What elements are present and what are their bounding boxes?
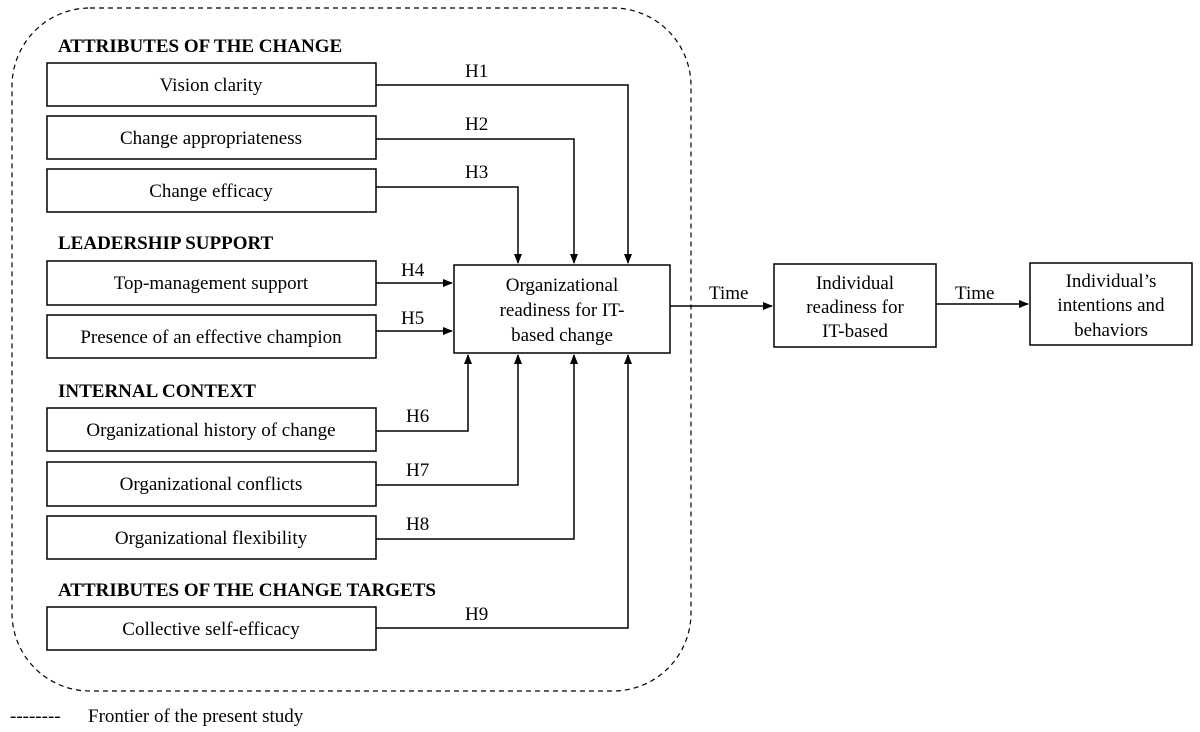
individual-readiness-line-3: IT-based xyxy=(822,321,888,342)
path-h3 xyxy=(376,186,522,264)
path-h1 xyxy=(376,84,632,264)
time-label-1: Time xyxy=(709,283,748,304)
time-label-2: Time xyxy=(955,283,994,304)
path-h9 xyxy=(376,354,632,629)
factor-label: Collective self-efficacy xyxy=(122,619,300,640)
factor-label: Top-management support xyxy=(114,273,309,294)
factor-conflicts: Organizational conflicts xyxy=(46,461,377,507)
hypothesis-label-h3: H3 xyxy=(465,162,488,183)
factor-label: Presence of an effective champion xyxy=(80,327,342,348)
org-readiness-line-3: based change xyxy=(511,325,613,346)
study-frontier xyxy=(11,7,692,692)
path-h8 xyxy=(376,354,578,540)
factor-vision-clarity: Vision clarity xyxy=(46,62,377,107)
factor-top-management-support: Top-management support xyxy=(46,260,377,306)
intentions-line-1: Individual’s xyxy=(1066,271,1157,292)
group-heading-attributes-change: ATTRIBUTES OF THE CHANGE xyxy=(58,36,342,57)
org-readiness-line-1: Organizational xyxy=(506,275,619,296)
factor-label: Vision clarity xyxy=(160,75,263,96)
individual-readiness-box: Individual readiness for IT-based xyxy=(773,263,937,348)
factor-effective-champion: Presence of an effective champion xyxy=(46,314,377,359)
legend-dashes: -------- xyxy=(10,706,61,727)
factor-change-appropriateness: Change appropriateness xyxy=(46,115,377,160)
factor-history-of-change: Organizational history of change xyxy=(46,407,377,452)
path-h6 xyxy=(376,354,472,432)
group-heading-attributes-targets: ATTRIBUTES OF THE CHANGE TARGETS xyxy=(58,580,436,601)
factor-flexibility: Organizational flexibility xyxy=(46,515,377,560)
hypothesis-label-h1: H1 xyxy=(465,61,488,82)
factor-label: Organizational conflicts xyxy=(120,474,303,495)
hypothesis-label-h8: H8 xyxy=(406,514,429,535)
hypothesis-label-h6: H6 xyxy=(406,406,429,427)
organizational-readiness-box: Organizational readiness for IT- based c… xyxy=(453,264,671,354)
path-h2 xyxy=(376,138,578,264)
factor-label: Change appropriateness xyxy=(120,128,302,149)
intentions-line-3: behaviors xyxy=(1074,320,1148,341)
group-heading-internal-context: INTERNAL CONTEXT xyxy=(58,381,256,402)
factor-self-efficacy: Collective self-efficacy xyxy=(46,606,377,651)
intentions-line-2: intentions and xyxy=(1057,295,1165,316)
factor-label: Organizational flexibility xyxy=(115,528,308,549)
org-readiness-line-2: readiness for IT- xyxy=(500,300,625,321)
individual-readiness-line-1: Individual xyxy=(816,273,894,294)
individual-readiness-line-2: readiness for xyxy=(806,297,904,318)
factor-label: Organizational history of change xyxy=(86,420,335,441)
intentions-behaviors-box: Individual’s intentions and behaviors xyxy=(1029,262,1193,346)
legend-text: Frontier of the present study xyxy=(88,706,304,727)
hypothesis-label-h4: H4 xyxy=(401,260,425,281)
hypothesis-label-h2: H2 xyxy=(465,114,488,135)
hypothesis-label-h7: H7 xyxy=(406,460,429,481)
factor-label: Change efficacy xyxy=(149,181,273,202)
hypothesis-label-h5: H5 xyxy=(401,308,424,329)
path-h7 xyxy=(376,354,522,486)
group-heading-leadership-support: LEADERSHIP SUPPORT xyxy=(58,233,274,254)
factor-change-efficacy: Change efficacy xyxy=(46,168,377,213)
hypothesis-label-h9: H9 xyxy=(465,604,488,625)
